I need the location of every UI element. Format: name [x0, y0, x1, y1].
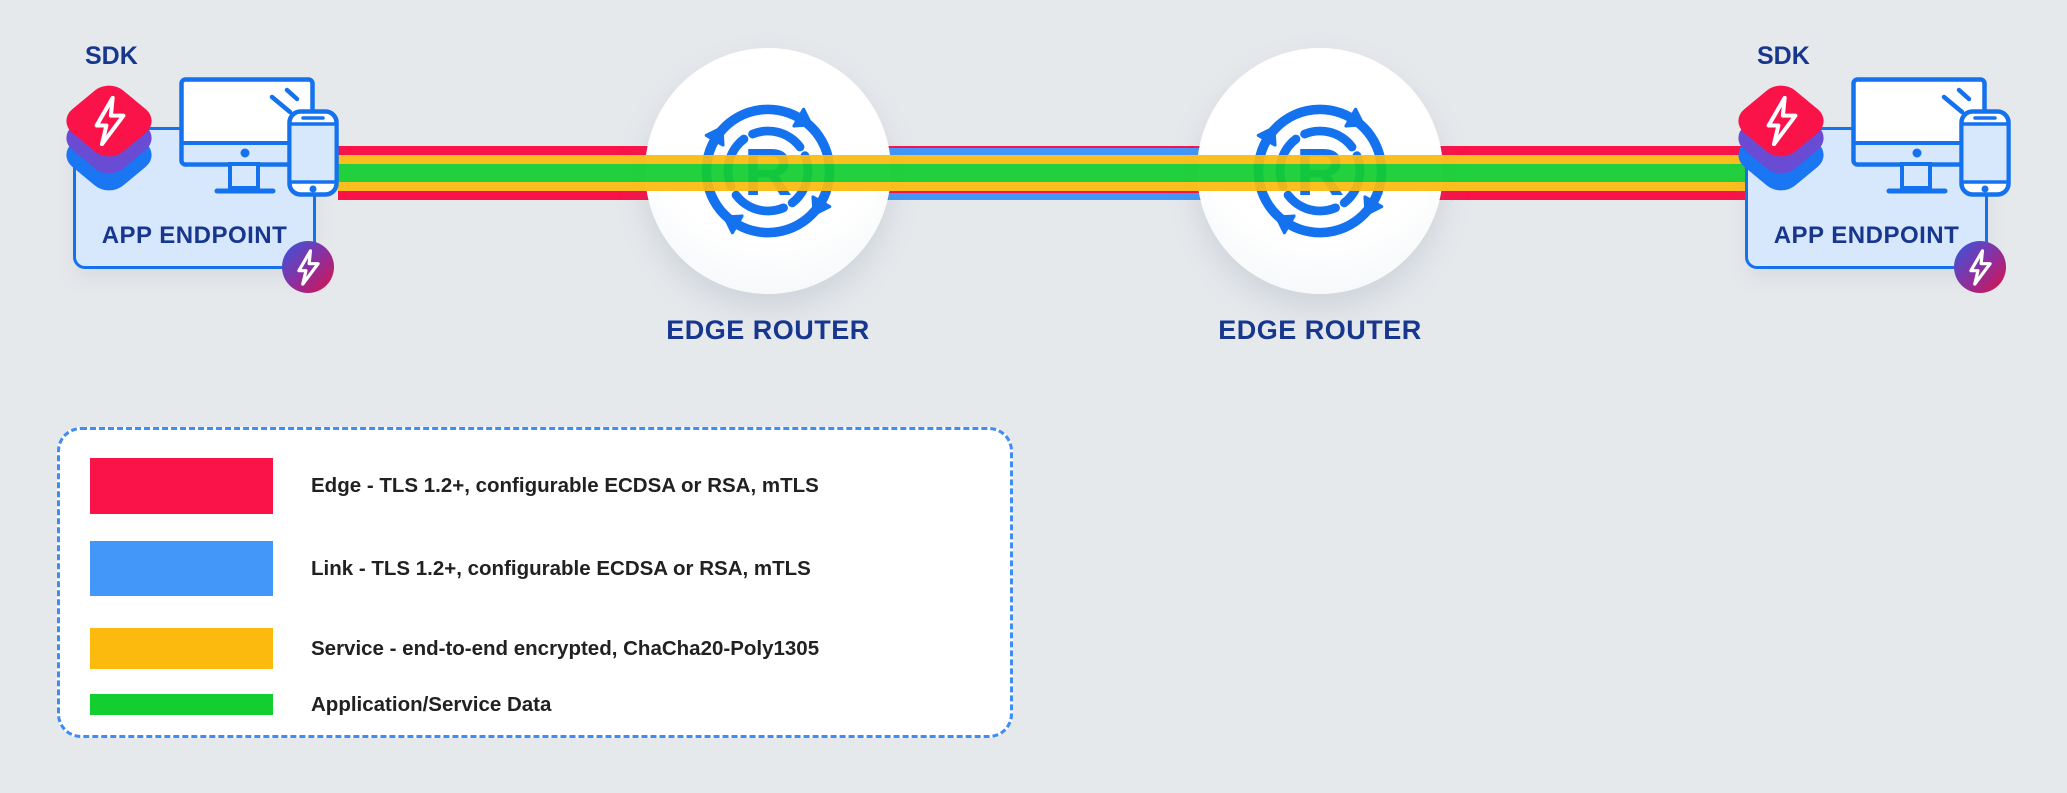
sdk-stack-icon: [55, 75, 160, 199]
service-stripe-bottom: [338, 182, 1760, 191]
sdk-label: SDK: [85, 42, 138, 70]
ziti-badge-icon: [282, 241, 334, 293]
ziti-bolt-icon: [296, 248, 320, 286]
legend-row-link: Link - TLS 1.2+, configurable ECDSA or R…: [90, 541, 811, 596]
desktop-monitor-icon: [1851, 77, 1987, 194]
screen-glare-line: [1941, 94, 1965, 115]
sdk-stack-icon: [1727, 75, 1832, 199]
ziti-bolt-icon: [1968, 248, 1992, 286]
service-stripe-top: [338, 155, 1760, 164]
legend-swatch-edge: [90, 458, 273, 514]
legend-swatch-link: [90, 541, 273, 596]
legend-row-data: Application/Service Data: [90, 692, 552, 716]
link-stripe-top: [770, 147, 1320, 155]
app-endpoint-label: APP ENDPOINT: [101, 222, 288, 249]
edge-router-label-right: EDGE ROUTER: [1218, 315, 1422, 345]
ziti-badge-icon: [1954, 241, 2006, 293]
legend-label-edge: Edge - TLS 1.2+, configurable ECDSA or R…: [311, 474, 819, 497]
legend-label-link: Link - TLS 1.2+, configurable ECDSA or R…: [311, 556, 811, 580]
legend-row-service: Service - end-to-end encrypted, ChaCha20…: [90, 628, 819, 669]
app-endpoint-label: APP ENDPOINT: [1773, 222, 1960, 249]
legend: Edge - TLS 1.2+, configurable ECDSA or R…: [57, 427, 1013, 738]
app-endpoint-left: SDK APP ENDPOINT: [55, 30, 355, 300]
ziti-bolt-icon: [1766, 96, 1798, 146]
smartphone-icon: [1959, 109, 2011, 197]
data-stripe: [338, 164, 1760, 182]
screen-glare-line: [284, 87, 300, 102]
screen-glare-line: [269, 94, 293, 115]
link-stripe-bottom: [770, 192, 1320, 200]
legend-label-service: Service - end-to-end encrypted, ChaCha20…: [311, 636, 820, 660]
ziti-bolt-icon: [94, 96, 126, 146]
app-endpoint-right: SDK APP ENDPOINT: [1727, 30, 2027, 300]
legend-label-data: Application/Service Data: [311, 692, 552, 716]
legend-row-edge: Edge - TLS 1.2+, configurable ECDSA or R…: [90, 458, 819, 514]
sdk-label: SDK: [1757, 42, 1810, 70]
legend-swatch-data: [90, 694, 273, 715]
edge-router-label-left: EDGE ROUTER: [666, 315, 870, 345]
legend-swatch-service: [90, 628, 273, 669]
screen-glare-line: [1956, 87, 1972, 102]
smartphone-icon: [287, 109, 339, 197]
